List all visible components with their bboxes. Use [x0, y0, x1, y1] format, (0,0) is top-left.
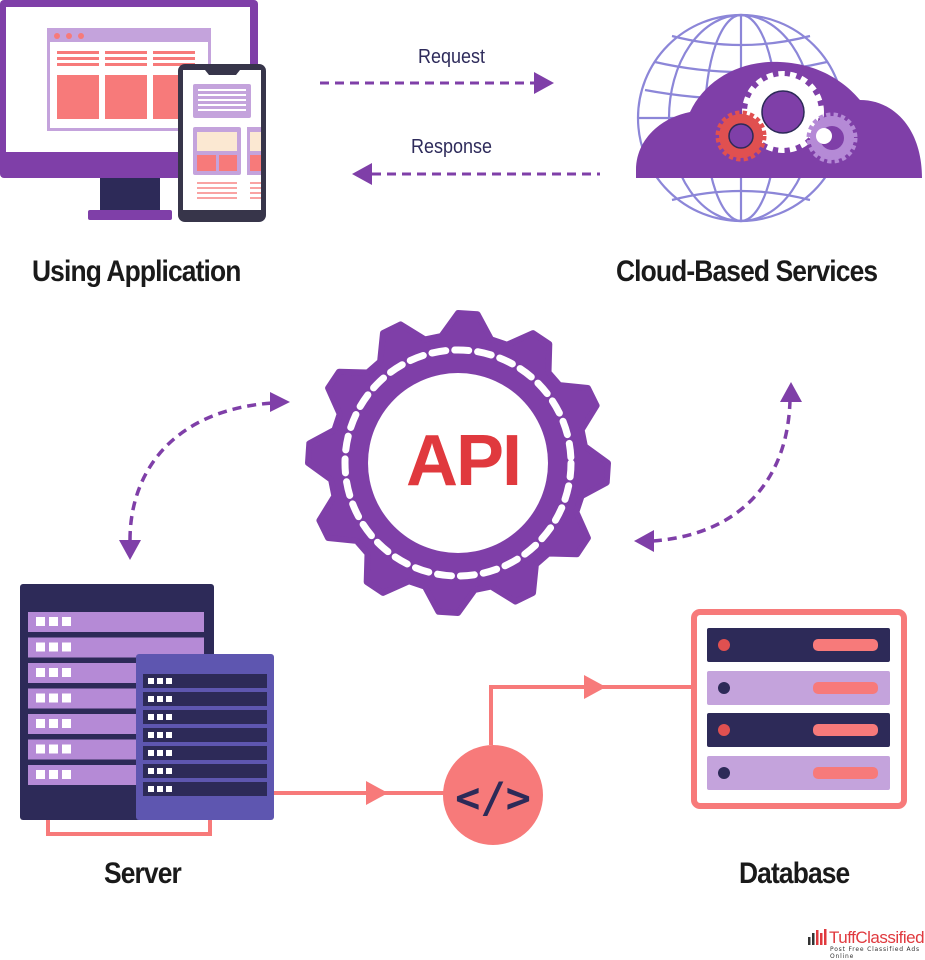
- watermark-brand-suffix: Classified: [855, 928, 925, 947]
- white-gear-icon: [742, 71, 824, 153]
- response-arrow: [352, 163, 600, 185]
- cloud-services-icon: [636, 13, 922, 223]
- server-rack-row: [143, 728, 267, 742]
- server-led: [166, 714, 172, 720]
- server-led: [148, 714, 154, 720]
- server-led: [148, 696, 154, 702]
- server-led: [157, 732, 163, 738]
- database-icon: [691, 609, 907, 809]
- server-rack-row: [143, 782, 267, 796]
- server-led: [62, 668, 71, 677]
- watermark-logo: TuffClassified Post Free Classified Ads …: [808, 928, 925, 960]
- server-led: [157, 786, 163, 792]
- api-title: API: [405, 421, 522, 501]
- server-led: [49, 744, 58, 754]
- server-led: [62, 642, 71, 652]
- bar-logo-icon: [808, 929, 827, 945]
- server-to-code-connector: [274, 781, 444, 805]
- server-led: [62, 693, 71, 703]
- server-rack-row: [143, 764, 267, 778]
- server-led: [62, 770, 71, 779]
- server-led: [148, 678, 154, 684]
- server-led: [36, 693, 45, 703]
- server-led: [36, 719, 45, 728]
- api-server-arrow: [119, 392, 290, 560]
- server-rack-row: [143, 710, 267, 724]
- server-led: [157, 714, 163, 720]
- gear-dashed-ring: [341, 346, 575, 580]
- api-cloud-arrow: [634, 382, 802, 552]
- server-led: [62, 617, 71, 626]
- smartphone-icon: [178, 64, 266, 222]
- server-led: [148, 786, 154, 792]
- server-rack-row: [143, 746, 267, 760]
- server-led: [62, 719, 71, 728]
- watermark-tagline: Post Free Classified Ads Online: [830, 946, 920, 960]
- gear-center: [368, 373, 548, 553]
- request-arrow: [320, 72, 554, 94]
- using-application-label: Using Application: [32, 255, 241, 288]
- svg-text:</>: </>: [455, 773, 531, 822]
- red-gear-icon: [715, 110, 767, 162]
- server-led: [49, 642, 58, 652]
- server-led: [166, 696, 172, 702]
- code-to-database-connector: [489, 675, 694, 745]
- server-led: [36, 617, 45, 626]
- server-led: [36, 642, 45, 652]
- server-led: [166, 768, 172, 774]
- server-rack-row: [143, 692, 267, 706]
- server-led: [148, 732, 154, 738]
- server-rack-row: [28, 612, 204, 632]
- server-led: [166, 678, 172, 684]
- server-led: [166, 732, 172, 738]
- server-led: [157, 750, 163, 756]
- database-label: Database: [739, 857, 850, 890]
- code-connector-icon: </>: [443, 745, 543, 845]
- server-label: Server: [104, 857, 182, 890]
- server-icon: [20, 584, 274, 836]
- server-led: [166, 786, 172, 792]
- server-led: [148, 768, 154, 774]
- server-rack-row: [28, 637, 204, 658]
- server-led: [166, 750, 172, 756]
- api-gear-icon: [305, 310, 611, 616]
- request-label: Request: [418, 46, 486, 68]
- server-led: [36, 744, 45, 754]
- server-led: [49, 668, 58, 677]
- server-led: [148, 750, 154, 756]
- server-led: [157, 768, 163, 774]
- server-led: [49, 617, 58, 626]
- server-led: [49, 693, 58, 703]
- server-led: [157, 678, 163, 684]
- response-label: Response: [411, 136, 493, 158]
- server-led: [62, 744, 71, 754]
- server-led: [36, 770, 45, 779]
- server-rack-row: [143, 674, 267, 688]
- server-led: [157, 696, 163, 702]
- watermark-brand-prefix: Tuff: [829, 928, 856, 947]
- server-led: [49, 719, 58, 728]
- server-led: [36, 668, 45, 677]
- server-led: [49, 770, 58, 779]
- cloud-services-label: Cloud-Based Services: [616, 255, 878, 288]
- lavender-gear-icon: [806, 112, 858, 164]
